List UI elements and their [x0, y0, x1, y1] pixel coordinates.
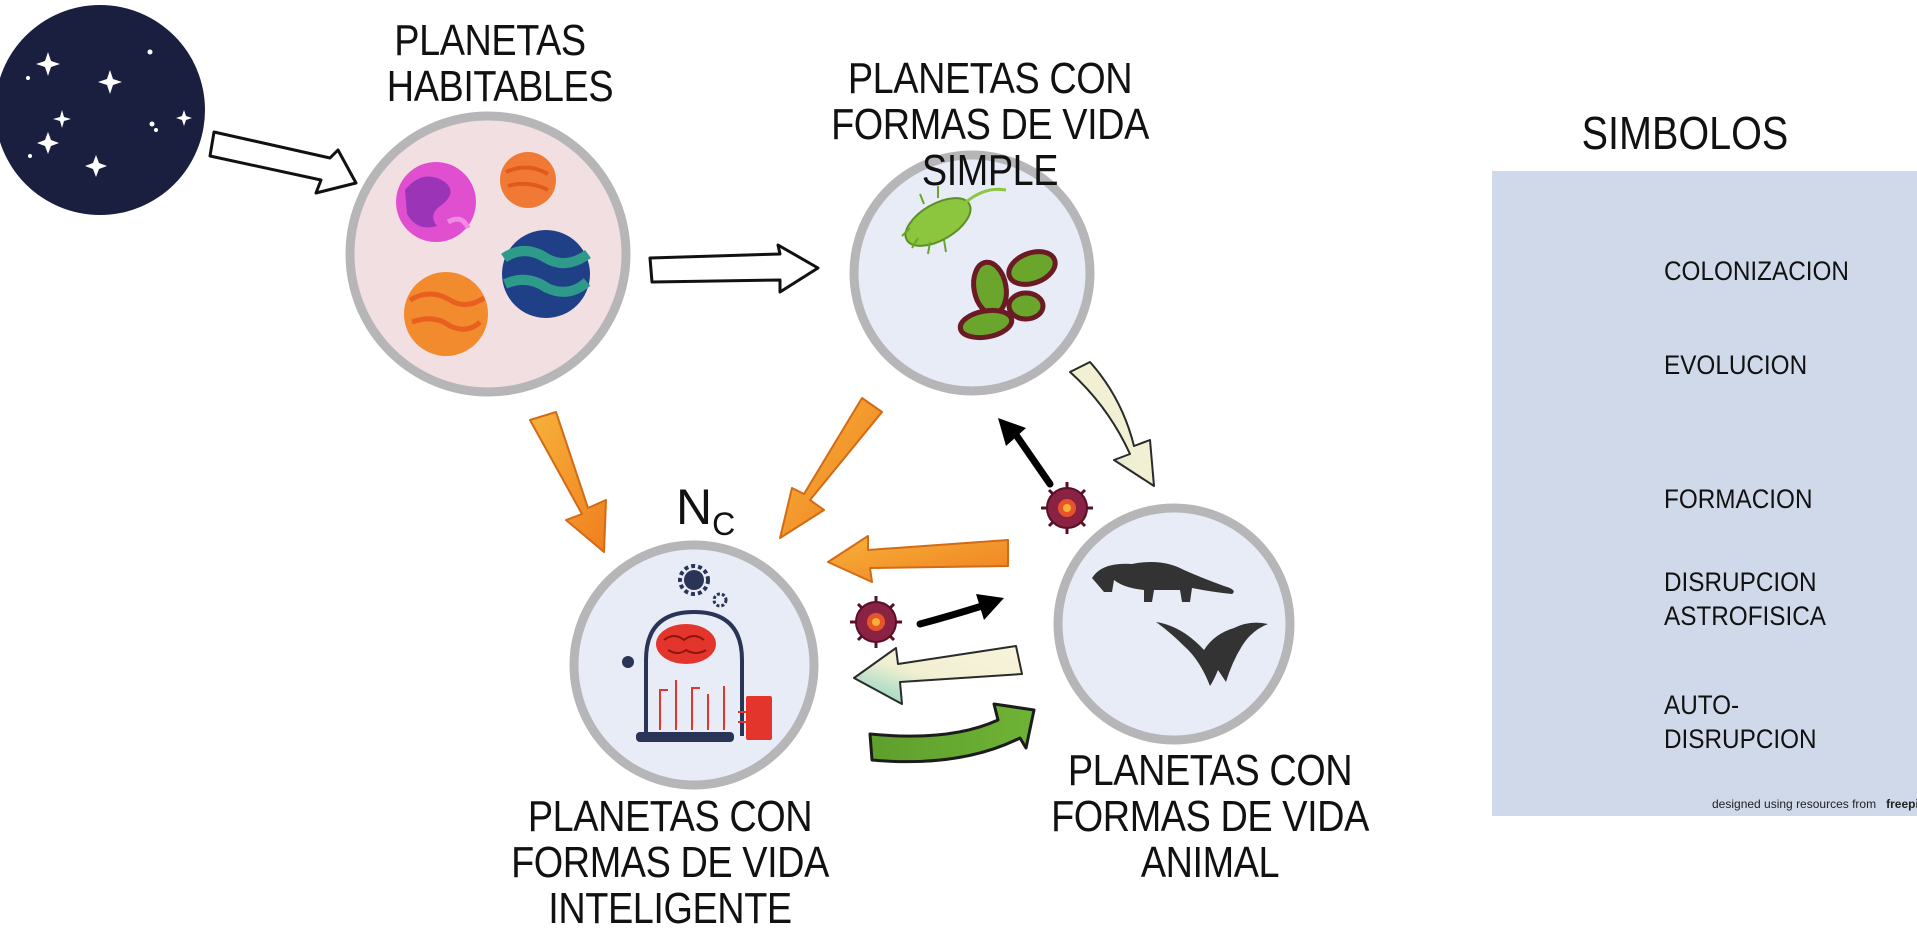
legend-disruption-label: DISRUPCION ASTROFISICA	[1664, 567, 1827, 631]
blue-green-planet-icon	[501, 230, 591, 318]
legend-panel	[1492, 171, 1917, 816]
simple-life-label: PLANETAS CON FORMAS DE VIDA SIMPLE	[831, 54, 1149, 196]
evolution-arrow-simple-to-animal	[1069, 361, 1155, 487]
formation-arrow-habitable-to-simple	[648, 243, 820, 294]
self-disruption-arrow	[868, 702, 1036, 764]
animal-life-label: PLANETAS CON FORMAS DE VIDA ANIMAL	[1051, 746, 1369, 888]
disruption-marker-middle	[848, 594, 1004, 650]
evolution-arrow-animal-to-intelligent	[853, 645, 1023, 705]
pink-planet-icon	[396, 162, 476, 242]
freepik-credit: designed using resources from freepik	[1712, 797, 1917, 811]
colonization-arrow-habitable-to-intelligent	[529, 411, 607, 553]
legend-colonization-label: COLONIZACION	[1664, 256, 1849, 286]
habitable-planets-node	[345, 111, 631, 397]
legend-evolution-label: EVOLUCION	[1664, 350, 1808, 380]
orange-planet-icon	[404, 272, 488, 356]
legend-title: SIMBOLOS	[1581, 107, 1789, 159]
dinosaur-icon	[1092, 562, 1234, 602]
legend-formation-label: FORMACION	[1664, 484, 1813, 514]
colonization-arrow-animal-to-intelligent	[827, 535, 1009, 583]
brain-in-jar-icon	[622, 609, 772, 742]
colonization-arrow-simple-to-intelligent	[779, 397, 883, 539]
pterodactyl-icon	[1156, 622, 1268, 686]
microbes-icon	[957, 249, 1058, 341]
formation-arrow-space-to-habitable	[208, 130, 358, 195]
simple-life-node	[849, 150, 1095, 396]
legend-self-disruption-label: AUTO-DISRUPCION	[1664, 690, 1817, 754]
small-orange-planet-icon	[500, 152, 556, 208]
nc-marker: NC	[676, 479, 736, 542]
disruption-marker-top	[998, 418, 1095, 536]
intelligent-life-node	[569, 540, 819, 790]
intelligent-life-label: PLANETAS CON FORMAS DE VIDA INTELIGENTE	[511, 792, 829, 933]
habitable-label: PLANETAS HABITABLES	[386, 16, 614, 112]
gear-icon	[678, 564, 728, 608]
bacteria-icon	[901, 186, 1007, 255]
space-icon	[0, 5, 205, 215]
animal-life-node	[1053, 503, 1295, 745]
